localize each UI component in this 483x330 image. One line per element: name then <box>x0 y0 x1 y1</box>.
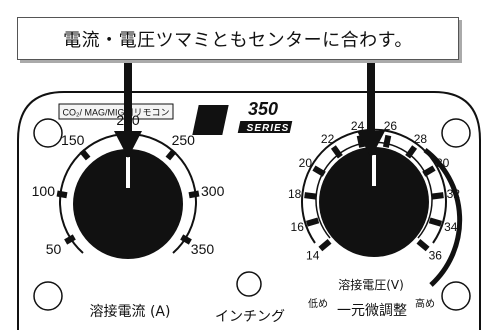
remote-label-tag <box>58 103 174 120</box>
model-number: 350 <box>248 99 278 119</box>
dial-tick-label: 50 <box>46 241 62 257</box>
pointer-arrow-voltage <box>357 58 385 158</box>
dial-tick-mark <box>318 238 332 252</box>
dial-tick-label: 20 <box>299 156 313 170</box>
dial-tick-mark <box>312 165 326 177</box>
current-knob[interactable] <box>73 149 183 259</box>
dial-tick-mark <box>56 190 68 199</box>
mount-hole-top-right <box>441 118 471 148</box>
dial-tick-mark <box>422 165 436 177</box>
fine-adjust-arc <box>423 148 463 287</box>
dial-tick-label: 22 <box>321 132 335 146</box>
instruction-callout: 電流・電圧ツマミともセンターに合わす。 <box>17 17 459 60</box>
mount-hole-bottom-right <box>441 281 471 311</box>
voltage-knob-indicator <box>372 155 376 186</box>
dial-tick-mark <box>356 134 366 148</box>
fine-adjust-name-label: 一元微調整 <box>337 303 407 319</box>
dial-tick-label: 26 <box>384 119 398 133</box>
dial-tick-label: 100 <box>32 183 56 199</box>
series-label: SERIES <box>247 123 290 134</box>
voltage-knob[interactable] <box>319 147 429 257</box>
instruction-text: 電流・電圧ツマミともセンターに合わす。 <box>63 29 413 51</box>
dial-tick-label: 18 <box>288 187 302 201</box>
dial-tick-mark <box>188 190 200 199</box>
dial-tick-mark <box>64 234 76 245</box>
dial-tick-mark <box>305 217 320 227</box>
current-dial: 50100150200250300350 溶接電流 (A) <box>32 112 225 320</box>
dial-tick-mark <box>428 217 443 227</box>
fine-adjust-low-label: 低め <box>308 297 328 310</box>
voltage-dial-label: 溶接電圧(V) <box>338 277 404 292</box>
dial-tick-mark <box>304 192 317 200</box>
mount-hole-top-left <box>33 118 63 148</box>
dial-tick-mark <box>405 145 418 159</box>
brand-logo: D 350 SERIES <box>192 99 293 139</box>
dial-tick-label: 28 <box>414 132 428 146</box>
dial-tick-label: 34 <box>444 220 458 234</box>
dial-tick-mark <box>79 148 91 161</box>
dial-tick-mark <box>431 192 444 200</box>
voltage-dial: 14 16 18 20 22 24 26 28 30 32 34 36 溶接電圧(V) 低め 一元微調… <box>288 119 463 319</box>
current-dial-label: 溶接電流 (A) <box>90 303 171 320</box>
dial-tick-label: 32 <box>447 187 461 201</box>
dial-tick-mark <box>416 238 430 252</box>
dial-tick-label: 16 <box>291 220 305 234</box>
dial-tick-label: 24 <box>351 119 365 133</box>
dial-tick-mark <box>165 148 177 161</box>
remote-label-text: CO₂/ MAG/MIG用リモコン <box>63 108 170 118</box>
dial-tick-label: 14 <box>306 249 320 263</box>
dial-tick-label: 350 <box>191 241 215 257</box>
dial-tick-label: 300 <box>201 183 225 199</box>
inching-label: インチング <box>215 309 285 325</box>
dial-tick-mark <box>180 234 192 245</box>
dial-tick-label: 36 <box>429 249 443 263</box>
dial-tick-label: 150 <box>61 132 85 148</box>
voltage-tick-group: 14 16 18 20 22 24 26 28 30 32 34 36 <box>288 119 460 263</box>
pointer-arrow-current <box>114 58 142 158</box>
current-knob-indicator <box>126 157 130 188</box>
dial-tick-mark <box>330 145 343 159</box>
mount-hole-bottom-left <box>33 281 63 311</box>
dial-tick-mark <box>382 134 392 148</box>
fine-adjust-high-label: 高め <box>415 297 435 310</box>
dial-tick-label: 250 <box>172 132 196 148</box>
inching-button[interactable] <box>236 271 262 297</box>
dial-tick-label: 30 <box>436 156 450 170</box>
